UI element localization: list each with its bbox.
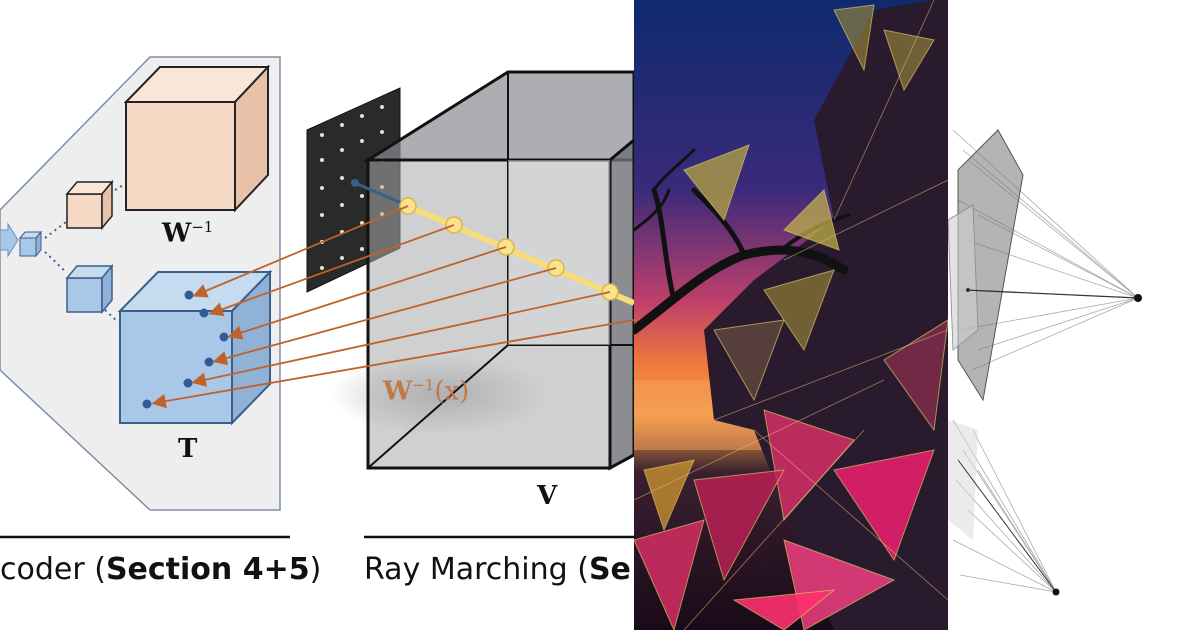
volume-label: V [537,481,558,511]
input-arrow-shape [0,222,19,258]
diagram-svg [0,56,634,539]
template-sample-dots [142,290,229,409]
frustum-svg [948,129,1142,596]
lowpoly-svg [634,0,948,630]
warp-field-cube [123,64,271,213]
lowpoly-sunset-image [634,0,948,630]
decoder-raymarch-diagram: W−1 T W−1(x) V coder (Section 4+5) Ray M… [0,56,634,587]
warp-function-label: W−1(x) [383,376,470,407]
tiny-blue-cube [18,230,43,258]
camera-center-lower [1052,588,1060,596]
template-label: T [178,434,198,464]
ray-marching-caption: Ray Marching (Se [364,552,631,587]
decoder-caption: coder (Section 4+5) [0,552,322,587]
small-peach-cube [65,179,114,231]
poly-lines [634,0,948,630]
template-cube [117,269,273,426]
small-blue-cube [65,263,114,315]
volume-box [362,70,634,471]
warp-arrows [151,205,634,409]
image-plane-lower [948,420,978,540]
poly-triangles [634,4,948,630]
image-plane-mid [948,204,979,351]
warp-field-label: W−1 [162,218,214,249]
camera-center-upper [1134,294,1142,302]
tree-silhouette [634,148,851,335]
camera-frustum-diagram [948,0,1200,630]
